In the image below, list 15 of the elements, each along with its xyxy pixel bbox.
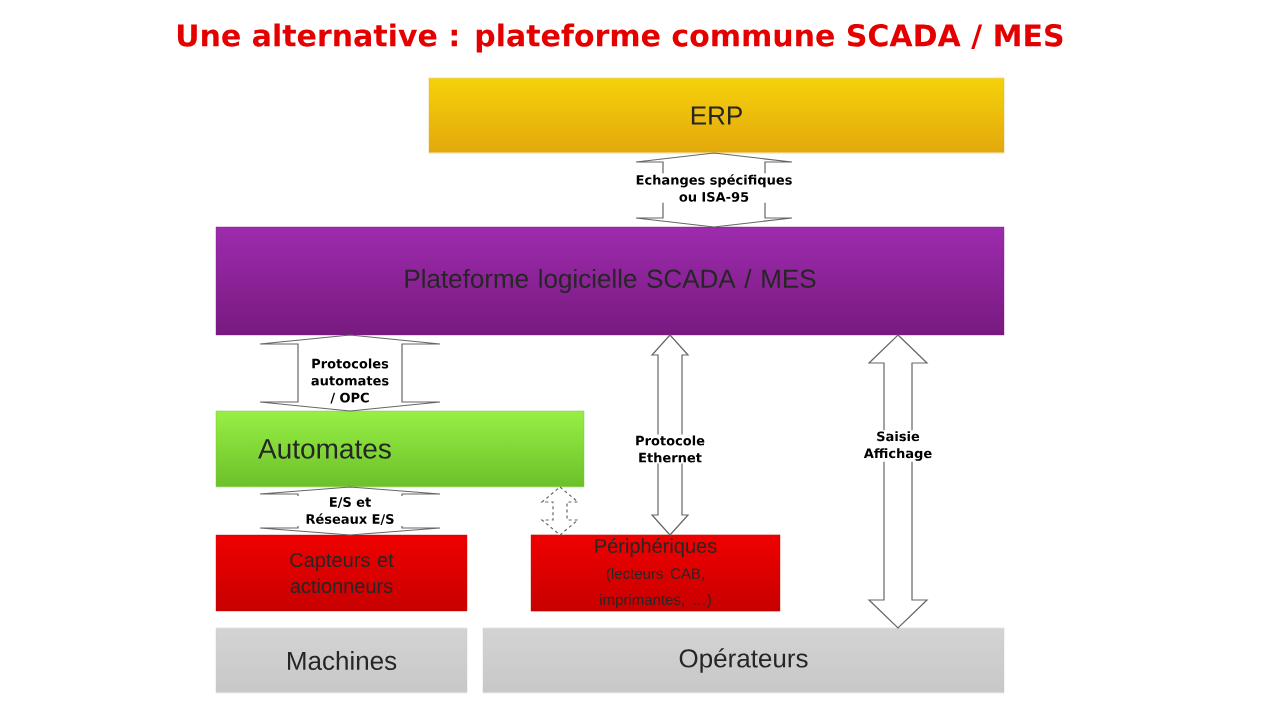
double-arrow — [867, 334, 929, 629]
device-box: Capteurs et actionneurs — [215, 534, 468, 612]
layer-box: ERP — [428, 77, 1005, 154]
edge-label: Saisie Affichage — [859, 430, 937, 462]
edge-label: Echanges spécifiques ou ISA-95 — [628, 173, 800, 203]
hatched-box: Opérateurs — [482, 627, 1005, 694]
title: Une alternative : plateforme commune SCADA / MES — [177, 23, 1063, 53]
hatched-box: Machines — [215, 627, 468, 694]
edge-label: Protocoles automates / OPC — [304, 357, 396, 405]
edge-label: E/S et Réseaux E/S — [294, 496, 406, 526]
layer-box: Plateforme logicielle SCADA / MES — [215, 226, 1005, 336]
double-arrow — [540, 486, 580, 536]
layer-box: Automates — [215, 410, 585, 488]
edge-label: Protocole Ethernet — [626, 434, 714, 464]
device-box: Périphériques (lecteurs CAB, imprimantes, …) — [530, 534, 781, 612]
